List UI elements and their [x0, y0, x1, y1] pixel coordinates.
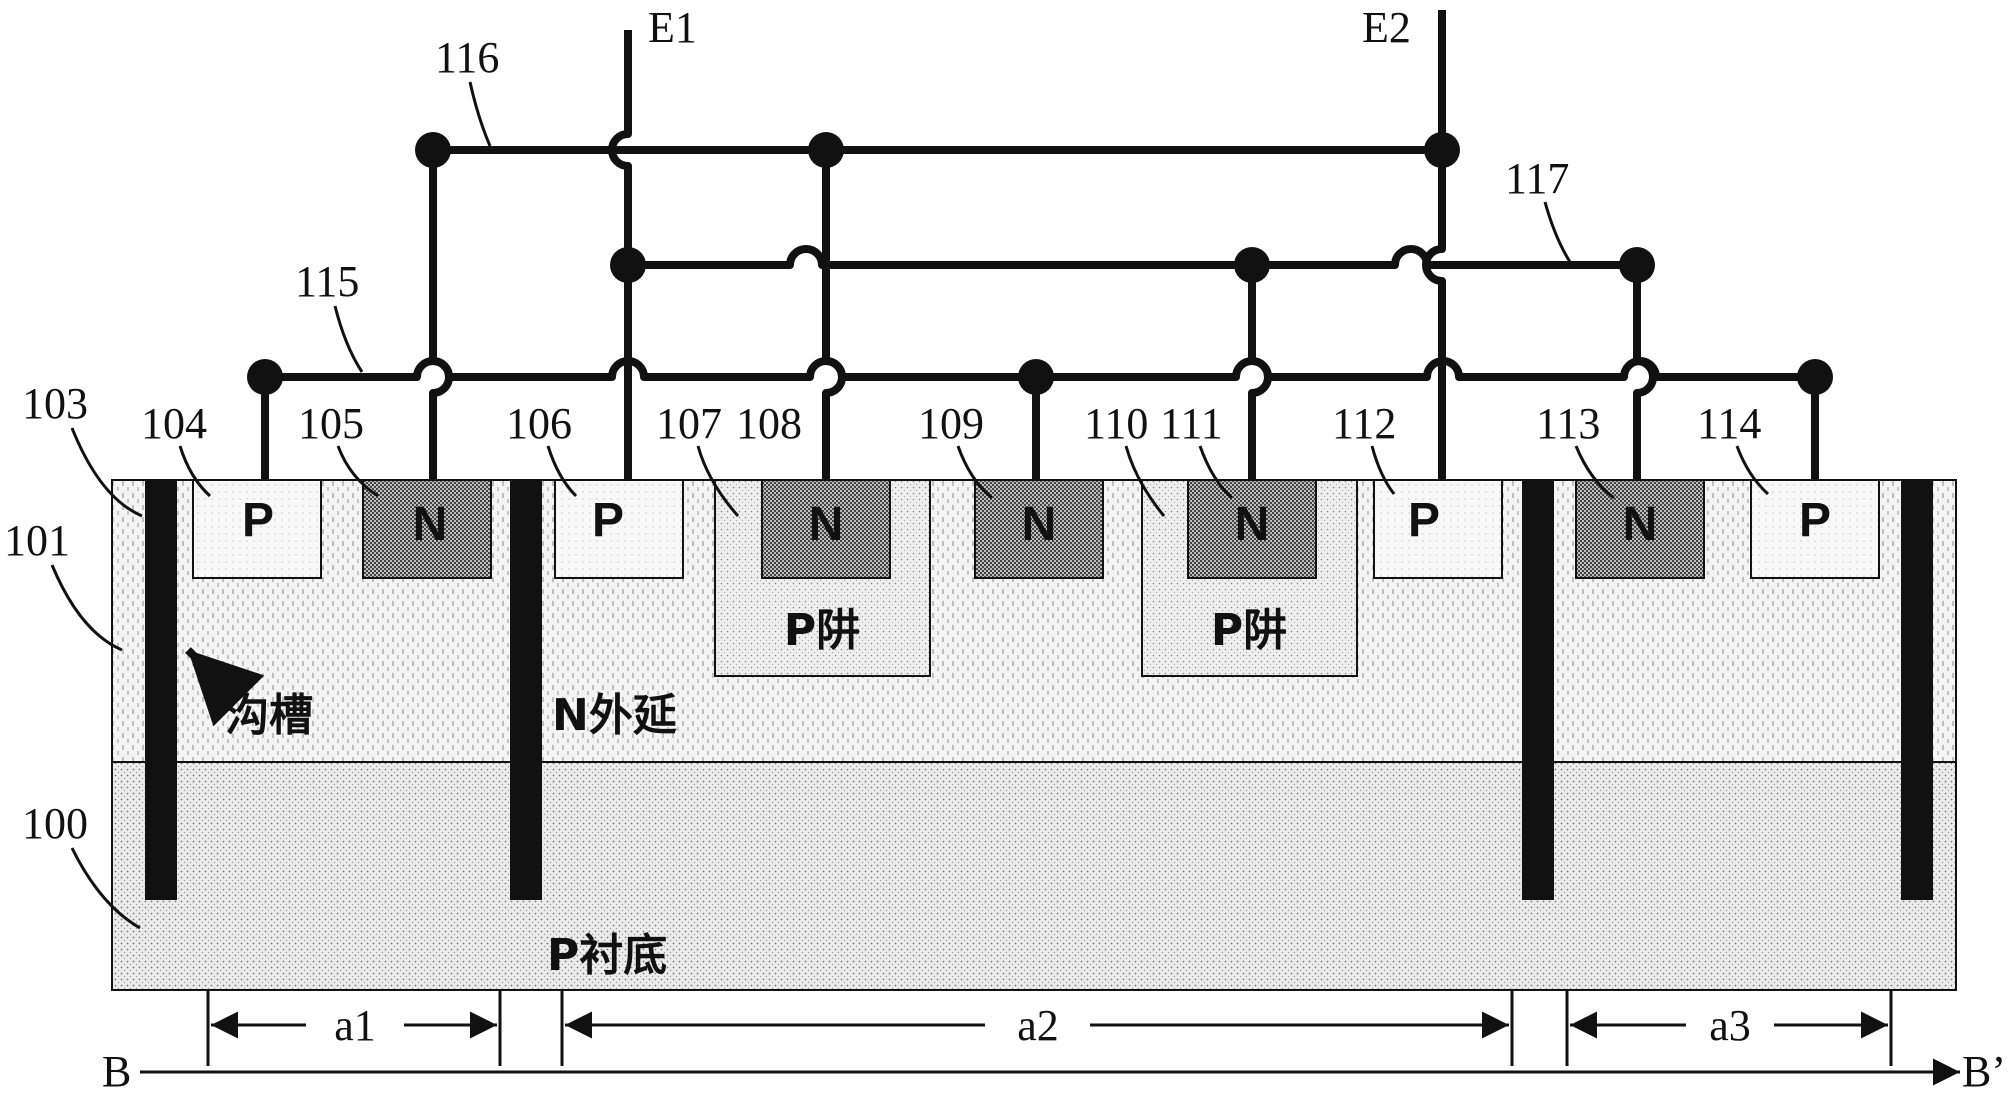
- leader-112: [1370, 445, 1396, 495]
- leader-111: [1198, 445, 1234, 500]
- leader-117: [1543, 201, 1572, 263]
- leader-104: [178, 445, 212, 498]
- leader-113: [1574, 445, 1615, 500]
- n-region-105: [362, 479, 492, 579]
- terminal-e1-wire: [608, 30, 632, 480]
- type-letter-109: N: [1022, 498, 1057, 551]
- p-region-112: [1373, 479, 1503, 579]
- dim-a2-label: a2: [1017, 1001, 1059, 1050]
- wire-label-115: 115: [295, 257, 359, 306]
- p-region-114: [1750, 479, 1880, 579]
- wire-label-116: 116: [435, 33, 499, 82]
- junction-dot: [1424, 132, 1460, 168]
- type-letter-106: P: [592, 494, 624, 547]
- n-region-108: [761, 479, 891, 579]
- n-region-113: [1575, 479, 1705, 579]
- drop-113: [1633, 265, 1657, 480]
- dim-a1-label: a1: [334, 1001, 376, 1050]
- terminal-e2-label: E2: [1362, 3, 1411, 52]
- p-substrate-label: P衬底: [547, 930, 667, 981]
- region-label-110: 110: [1084, 399, 1148, 448]
- region-label-112: 112: [1332, 399, 1396, 448]
- layer-label-101: 101: [4, 516, 70, 565]
- leader-105: [336, 445, 379, 498]
- junction-dot: [1018, 359, 1054, 395]
- region-label-114: 114: [1697, 399, 1761, 448]
- trench-4: [1901, 480, 1933, 900]
- terminal-e1-label: E1: [648, 3, 697, 52]
- leader-101: [50, 564, 123, 652]
- dim-a3-label: a3: [1709, 1001, 1751, 1050]
- region-label-113: 113: [1536, 399, 1600, 448]
- junction-dot: [1234, 247, 1270, 283]
- trench-label: 沟槽: [225, 690, 313, 741]
- leader-110: [1124, 445, 1166, 517]
- leader-114: [1735, 445, 1770, 496]
- wire-117: [628, 245, 1637, 269]
- p-well-label-2: P阱: [1211, 605, 1287, 656]
- type-letter-112: P: [1408, 494, 1440, 547]
- region-label-105: 105: [298, 399, 364, 448]
- leader-116: [468, 81, 492, 147]
- n-region-109: [974, 479, 1104, 579]
- junction-dot: [808, 132, 844, 168]
- junction-dot: [1797, 359, 1833, 395]
- leader-103: [70, 427, 143, 518]
- junction-dot: [415, 132, 451, 168]
- axis-end-label: B’: [1962, 1047, 2006, 1096]
- region-label-109: 109: [918, 399, 984, 448]
- junction-dot: [610, 247, 646, 283]
- junction-dot: [1619, 247, 1655, 283]
- p-region-104: [192, 479, 322, 579]
- axis-start-label: B: [102, 1047, 131, 1096]
- trench-pointer-arrow: [185, 647, 265, 727]
- type-letter-113: N: [1623, 498, 1658, 551]
- type-letter-114: P: [1799, 494, 1831, 547]
- region-label-106: 106: [506, 399, 572, 448]
- p-well-label-1: P阱: [784, 605, 860, 656]
- junction-dot: [247, 359, 283, 395]
- layer-label-103: 103: [22, 379, 88, 428]
- region-label-108: 108: [736, 399, 802, 448]
- trench-1: [145, 480, 177, 900]
- leader-115: [333, 305, 364, 373]
- layer-label-100: 100: [22, 799, 88, 848]
- leader-109: [956, 445, 993, 500]
- region-label-107: 107: [656, 399, 722, 448]
- p-substrate-layer: [111, 761, 1957, 991]
- trench-2: [510, 480, 542, 900]
- p-region-106: [554, 479, 684, 579]
- drop-111: [1248, 265, 1272, 480]
- region-label-104: 104: [141, 399, 207, 448]
- type-letter-111: N: [1235, 498, 1270, 551]
- type-letter-104: P: [242, 494, 274, 547]
- n-epi-label: N外延: [552, 690, 677, 741]
- trench-3: [1522, 480, 1554, 900]
- drop-105: [429, 150, 453, 480]
- leader-100: [70, 847, 141, 930]
- type-letter-105: N: [413, 498, 448, 551]
- leader-106: [546, 445, 578, 498]
- leader-107: [696, 445, 740, 517]
- n-region-111: [1187, 479, 1317, 579]
- type-letter-108: N: [809, 498, 844, 551]
- region-label-111: 111: [1160, 399, 1223, 448]
- wire-label-117: 117: [1505, 154, 1569, 203]
- drop-108: [822, 150, 846, 480]
- terminal-e2-wire: [1422, 10, 1446, 480]
